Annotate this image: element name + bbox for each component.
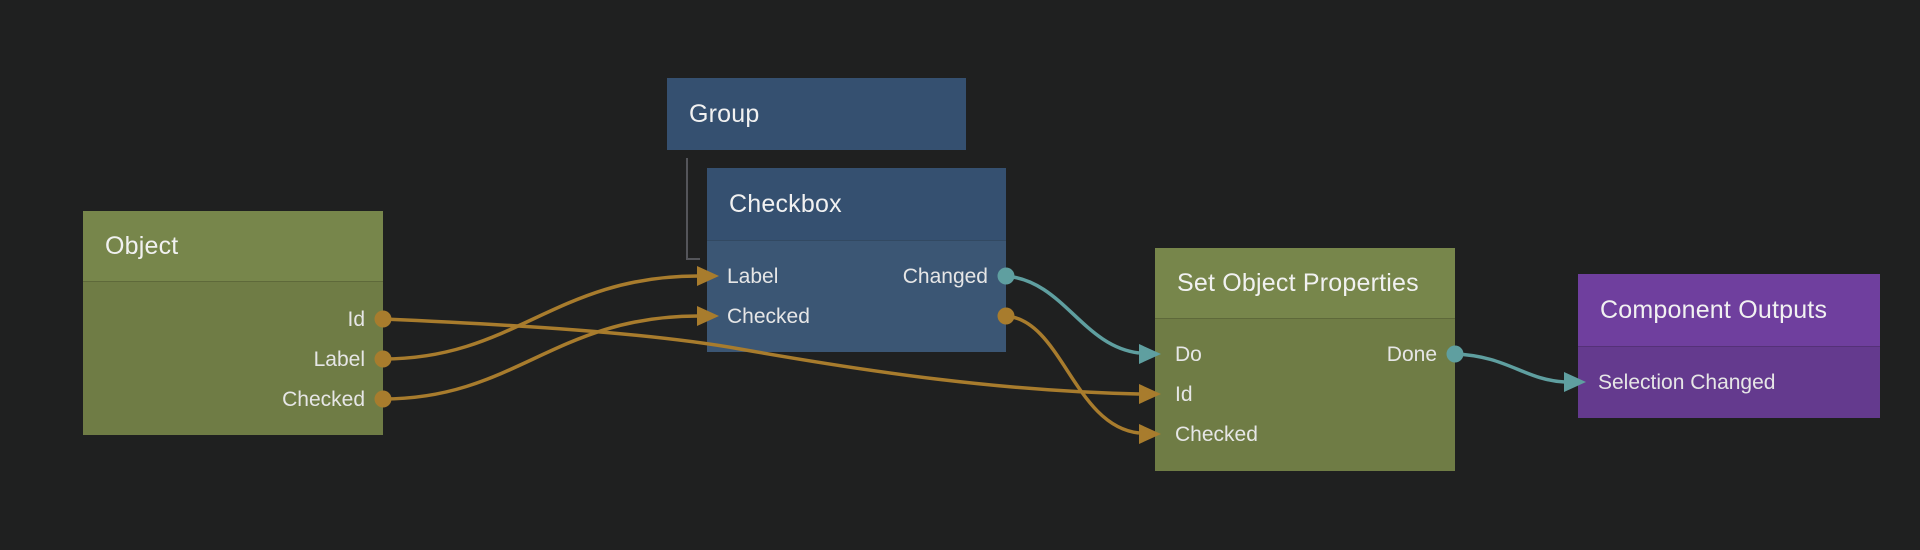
port-label-input: Do [1175, 343, 1202, 366]
port-label: Checked [282, 388, 365, 411]
port-label-input: Checked [1175, 423, 1258, 446]
node-checkbox[interactable]: Checkbox Label Changed Checked [707, 168, 1006, 352]
port-row-selection-changed[interactable]: Selection Changed [1578, 363, 1880, 403]
port-row-sop-do-done[interactable]: Do Done [1155, 335, 1455, 375]
port-object-id[interactable]: Id [83, 300, 383, 340]
wire-sop-done-to-component-outputs[interactable] [1454, 352, 1566, 384]
port-row-checkbox-label-changed[interactable]: Label Changed [707, 257, 1006, 297]
node-title: Set Object Properties [1177, 268, 1419, 297]
wire-checkbox-checked-to-sop-checked[interactable] [1005, 314, 1140, 435]
wire-checkbox-changed-to-sop-do[interactable] [1005, 274, 1140, 355]
port-label-output: Done [1386, 343, 1437, 366]
node-set-object-properties[interactable]: Set Object Properties Do Done Id Checked [1155, 248, 1455, 471]
port-label: Label [313, 348, 365, 371]
port-label-output: Changed [902, 265, 988, 288]
port-label-input: Label [727, 265, 779, 288]
group-link-line [686, 158, 700, 260]
port-row-checkbox-checked[interactable]: Checked [707, 297, 1006, 337]
port-label-input: Id [1175, 383, 1193, 406]
node-title: Object [105, 231, 179, 260]
port-label-input: Selection Changed [1598, 371, 1776, 394]
node-object[interactable]: Object Id Label Checked [83, 211, 383, 435]
port-object-checked[interactable]: Checked [83, 380, 383, 420]
port-object-label[interactable]: Label [83, 340, 383, 380]
node-title: Checkbox [729, 189, 842, 218]
port-label: Id [347, 308, 365, 331]
node-component-outputs[interactable]: Component Outputs Selection Changed [1578, 274, 1880, 418]
node-title: Group [689, 99, 760, 128]
wire-object-label-to-checkbox-label[interactable] [382, 274, 699, 361]
port-row-sop-id[interactable]: Id [1155, 375, 1455, 415]
port-row-sop-checked[interactable]: Checked [1155, 415, 1455, 455]
node-title: Component Outputs [1600, 295, 1828, 324]
port-label-input: Checked [727, 305, 810, 328]
wire-object-checked-to-checkbox-checked[interactable] [382, 314, 699, 401]
node-group[interactable]: Group [667, 78, 966, 150]
